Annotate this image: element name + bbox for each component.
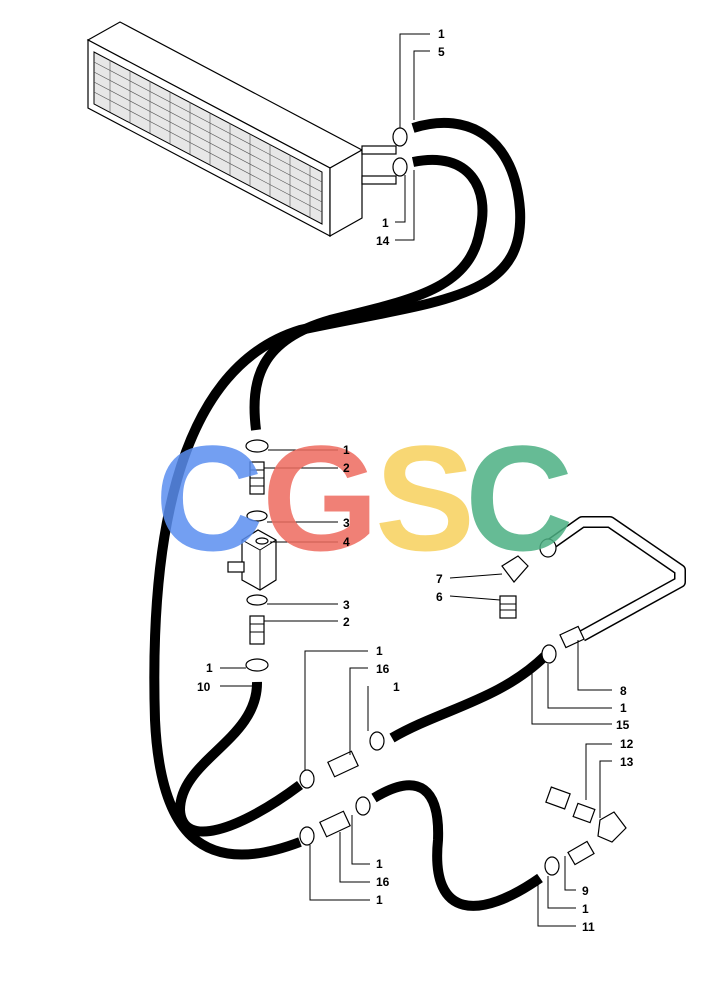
callout-1-b2: 1 xyxy=(376,893,383,907)
callout-1-b1: 1 xyxy=(376,857,383,871)
watermark-letter-c2: C xyxy=(465,414,573,582)
callout-13: 13 xyxy=(620,755,634,769)
leader-lines xyxy=(220,33,612,927)
cgsc-watermark: C G S C xyxy=(155,414,573,582)
hose-11 xyxy=(371,780,543,911)
clamp-top xyxy=(392,127,408,147)
callout-12: 12 xyxy=(620,737,634,751)
pipe-8 xyxy=(544,516,686,642)
callout-1-valve: 1 xyxy=(343,443,350,457)
callout-5: 5 xyxy=(438,45,445,59)
heater-core xyxy=(86,21,397,238)
clamp-mid xyxy=(392,157,408,177)
callout-1-left: 1 xyxy=(206,661,213,675)
callout-1-right: 1 xyxy=(620,701,627,715)
fittings-8-15 xyxy=(541,625,585,664)
callout-9: 9 xyxy=(582,884,589,898)
callout-1-mid: 1 xyxy=(382,216,389,230)
callout-1-m2: 1 xyxy=(393,680,400,694)
fittings-6-7 xyxy=(499,538,557,619)
couplings-16 xyxy=(299,731,385,846)
callout-11: 11 xyxy=(582,920,595,934)
callout-1-m1: 1 xyxy=(376,644,383,658)
watermark-letter-c1: C xyxy=(155,414,263,582)
callout-15: 15 xyxy=(616,718,630,732)
callout-16-upper: 16 xyxy=(376,662,390,676)
valve-assembly xyxy=(227,439,277,672)
callout-3-lower: 3 xyxy=(343,598,350,612)
watermark-letter-s: S xyxy=(375,414,475,582)
callout-4: 4 xyxy=(343,535,350,549)
hose-15 xyxy=(389,652,549,743)
callout-1-top: 1 xyxy=(438,27,445,41)
callout-6: 6 xyxy=(436,590,443,604)
callout-1-r2: 1 xyxy=(582,902,589,916)
callout-2-lower: 2 xyxy=(343,615,350,629)
callout-16-lower: 16 xyxy=(376,875,390,889)
callout-8: 8 xyxy=(620,684,627,698)
callout-2-upper: 2 xyxy=(343,461,350,475)
hose-14 xyxy=(249,154,488,431)
callout-14: 14 xyxy=(376,234,390,248)
hose-10 xyxy=(175,681,303,837)
callout-7: 7 xyxy=(436,572,443,586)
callout-10: 10 xyxy=(197,680,211,694)
callout-labels: 1 5 1 14 1 2 3 4 3 2 1 10 7 6 8 1 15 1 1… xyxy=(197,27,634,934)
fittings-9-12-13 xyxy=(544,786,627,876)
watermark-letter-g: G xyxy=(262,414,379,582)
callout-3-upper: 3 xyxy=(343,516,350,530)
hose-5 xyxy=(149,117,526,860)
